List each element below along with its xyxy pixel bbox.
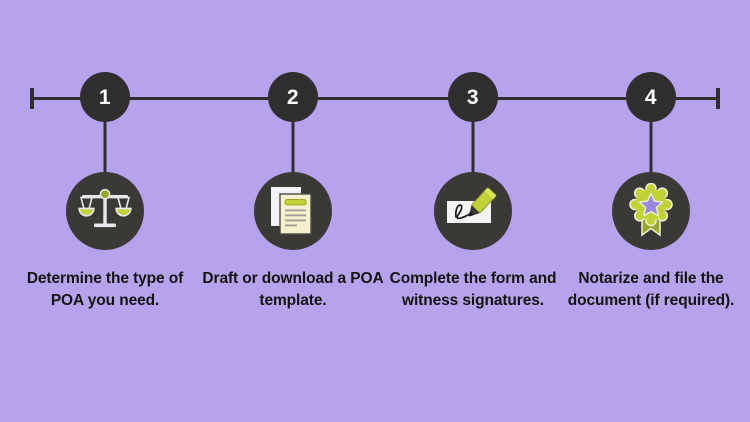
- scales-of-justice-icon: [78, 186, 132, 236]
- step-3[interactable]: 3 Compl: [383, 0, 563, 422]
- step-2[interactable]: 2 Draft or download a POA te: [202, 0, 384, 422]
- step-1[interactable]: 1: [15, 0, 195, 422]
- step-2-caption: Draft or download a POA template.: [202, 270, 384, 309]
- step-4-icon-disc: [612, 172, 690, 250]
- step-2-connector: [291, 120, 295, 176]
- step-3-icon-disc: [434, 172, 512, 250]
- step-3-number-badge: 3: [448, 72, 498, 122]
- timeline-rail: [30, 97, 720, 100]
- step-3-caption: Complete the form and witness signatures…: [389, 270, 557, 309]
- step-1-connector: [103, 120, 107, 176]
- timeline-start-cap: [30, 88, 34, 109]
- step-1-caption: Determine the type of POA you need.: [26, 270, 184, 309]
- notary-seal-ribbon-icon: [625, 183, 677, 239]
- document-pages-icon: [268, 185, 318, 237]
- timeline-end-cap: [716, 88, 720, 109]
- step-1-number-badge: 1: [80, 72, 130, 122]
- step-3-connector: [471, 120, 475, 176]
- step-4[interactable]: 4: [561, 0, 741, 422]
- step-4-caption: Notarize and file the document (if requi…: [567, 270, 735, 309]
- step-2-number-badge: 2: [268, 72, 318, 122]
- step-4-connector: [649, 120, 653, 176]
- signature-pencil-icon: [443, 184, 503, 238]
- step-4-number-badge: 4: [626, 72, 676, 122]
- step-2-icon-disc: [254, 172, 332, 250]
- step-1-icon-disc: [66, 172, 144, 250]
